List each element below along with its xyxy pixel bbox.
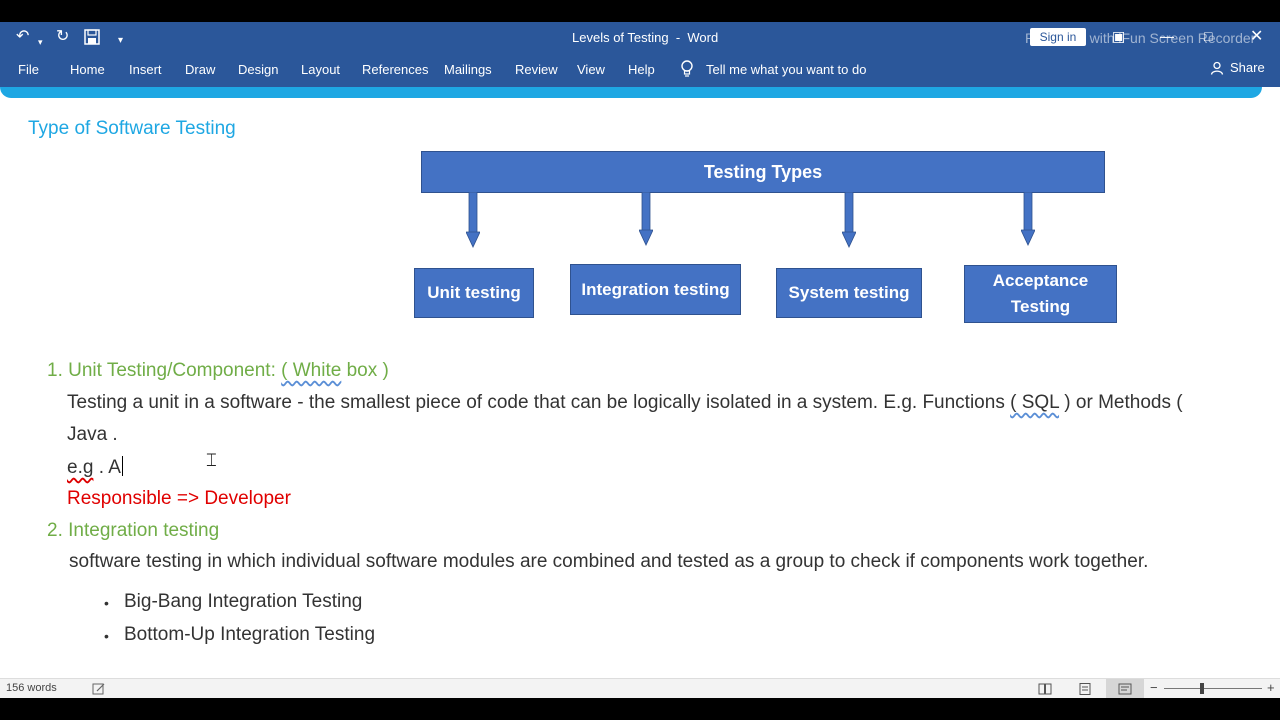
zoom-slider-thumb[interactable] [1200,683,1204,694]
tab-mailings[interactable]: Mailings [444,62,492,77]
tab-file[interactable]: File [18,62,39,77]
sign-in-button[interactable]: Sign in [1030,28,1086,46]
section1-title-tail: box ) [341,360,389,381]
ribbon-display-icon[interactable]: ▣ [1112,28,1126,44]
bullet-item: Big-Bang Integration Testing [124,591,363,612]
spellcheck-flagged-text: ( SQL [1010,392,1060,413]
diagram-child-system-testing[interactable]: System testing [776,268,922,318]
text-caret [121,456,123,476]
diagram-child-unit-testing[interactable]: Unit testing [414,268,534,318]
document-page[interactable]: Type of Software Testing Testing Types U… [0,98,1280,678]
title-bar: ↶ ▾ ↻ ▾ Levels of Testing - Word Recorde… [0,22,1280,53]
down-arrow-icon [466,192,480,248]
section2-description: software testing in which individual sof… [69,551,1149,572]
diagram-child-integration-testing[interactable]: Integration testing [570,264,741,315]
undo-dropdown-icon[interactable]: ▾ [38,37,43,47]
tab-view[interactable]: View [577,62,605,77]
undo-icon[interactable]: ↶ [16,28,30,45]
tab-references[interactable]: References [362,62,429,77]
word-count[interactable]: 156 words [6,682,57,694]
bullet-item: Bottom-Up Integration Testing [124,624,376,645]
share-label: Share [1230,60,1265,75]
down-arrow-icon [842,192,856,248]
tab-layout[interactable]: Layout [301,62,341,77]
word-window: ↶ ▾ ↻ ▾ Levels of Testing - Word Recorde… [0,22,1280,698]
person-icon [1210,61,1224,75]
down-arrow-icon [639,192,653,246]
zoom-out-icon[interactable]: − [1150,680,1158,695]
save-icon[interactable] [84,29,100,50]
paragraph-text: ) or Methods ( [1059,392,1183,413]
tab-home[interactable]: Home [70,62,105,77]
lightbulb-icon [681,60,693,77]
section1-responsible: Responsible => Developer [67,488,291,509]
down-arrow-icon [1021,192,1035,246]
zoom-slider[interactable] [1164,688,1262,689]
ribbon-collapsed-edge [0,87,1262,98]
section2-title: 2. Integration testing [47,520,219,542]
zoom-in-icon[interactable]: + [1267,680,1275,695]
spellcheck-flagged-text: ( White [281,360,342,381]
close-icon[interactable]: ✕ [1250,28,1264,45]
section1-title: 1. Unit Testing/Component: ( White box ) [47,360,389,382]
paragraph-text: . A [93,457,121,478]
ribbon-tabs: File Home Insert Draw Design Layout Refe… [0,53,1280,87]
spellcheck-flagged-text: e.g [67,457,94,478]
bullet-icon: • [104,628,109,644]
section1-line3: e.g . A [67,456,123,479]
share-button[interactable]: Share [1210,60,1265,75]
section2-title-text: Integration testing [68,520,220,541]
redo-icon[interactable]: ↻ [56,28,70,45]
section1-line1: Testing a unit in a software - the small… [67,392,1183,414]
list-number: 2. [47,520,63,541]
status-bar: 156 words − + [0,678,1280,698]
customize-icon[interactable]: ▾ [118,35,124,46]
diagram-child-acceptance-testing[interactable]: Acceptance Testing [964,265,1117,323]
window-title: Levels of Testing - Word [572,30,719,45]
tab-draw[interactable]: Draw [185,62,216,77]
web-layout-icon [1118,683,1132,695]
tab-design[interactable]: Design [238,62,279,77]
section1-title-text: Unit Testing/Component: [68,360,282,381]
tab-insert[interactable]: Insert [129,62,162,77]
text-cursor-icon: ⌶ [206,450,217,470]
paragraph-text: Testing a unit in a software - the small… [67,392,1011,413]
document-heading: Type of Software Testing [28,118,236,139]
web-layout-button[interactable] [1106,679,1144,698]
tell-me-search[interactable]: Tell me what you want to do [706,62,867,77]
proofing-icon[interactable] [92,683,106,695]
list-number: 1. [47,360,63,381]
tab-review[interactable]: Review [515,62,558,77]
bullet-icon: • [104,595,109,611]
tab-help[interactable]: Help [628,62,655,77]
diagram-root-box[interactable]: Testing Types [421,151,1105,193]
minimize-icon[interactable]: — [1160,28,1174,44]
section1-line2: Java . [67,424,118,445]
print-layout-icon[interactable] [1078,683,1092,695]
read-mode-icon[interactable] [1038,683,1052,695]
maximize-icon[interactable]: □ [1204,28,1213,44]
